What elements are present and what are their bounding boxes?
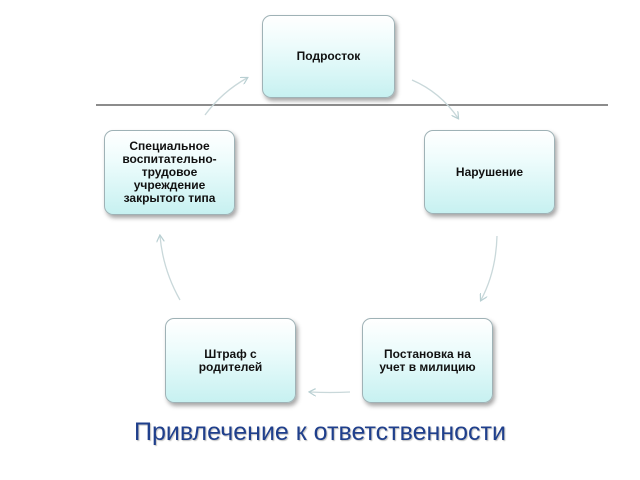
arrow-registration-to-fine: [310, 392, 351, 393]
arrow-fine-to-special: [160, 236, 181, 301]
node-violation: Нарушение: [424, 130, 555, 214]
node-teen: Подросток: [262, 15, 395, 98]
arrow-teen-to-violation: [411, 79, 458, 118]
horizontal-rule: [96, 104, 608, 106]
arrow-violation-to-registration: [481, 235, 498, 300]
arrow-special-to-teen: [204, 78, 247, 116]
node-registration: Постановка на учет в милицию: [362, 318, 493, 403]
node-special: Специальное воспитательно-трудовое учреж…: [104, 130, 235, 215]
diagram-title: Привлечение к ответственности: [134, 418, 506, 446]
node-fine: Штраф с родителей: [165, 318, 296, 403]
